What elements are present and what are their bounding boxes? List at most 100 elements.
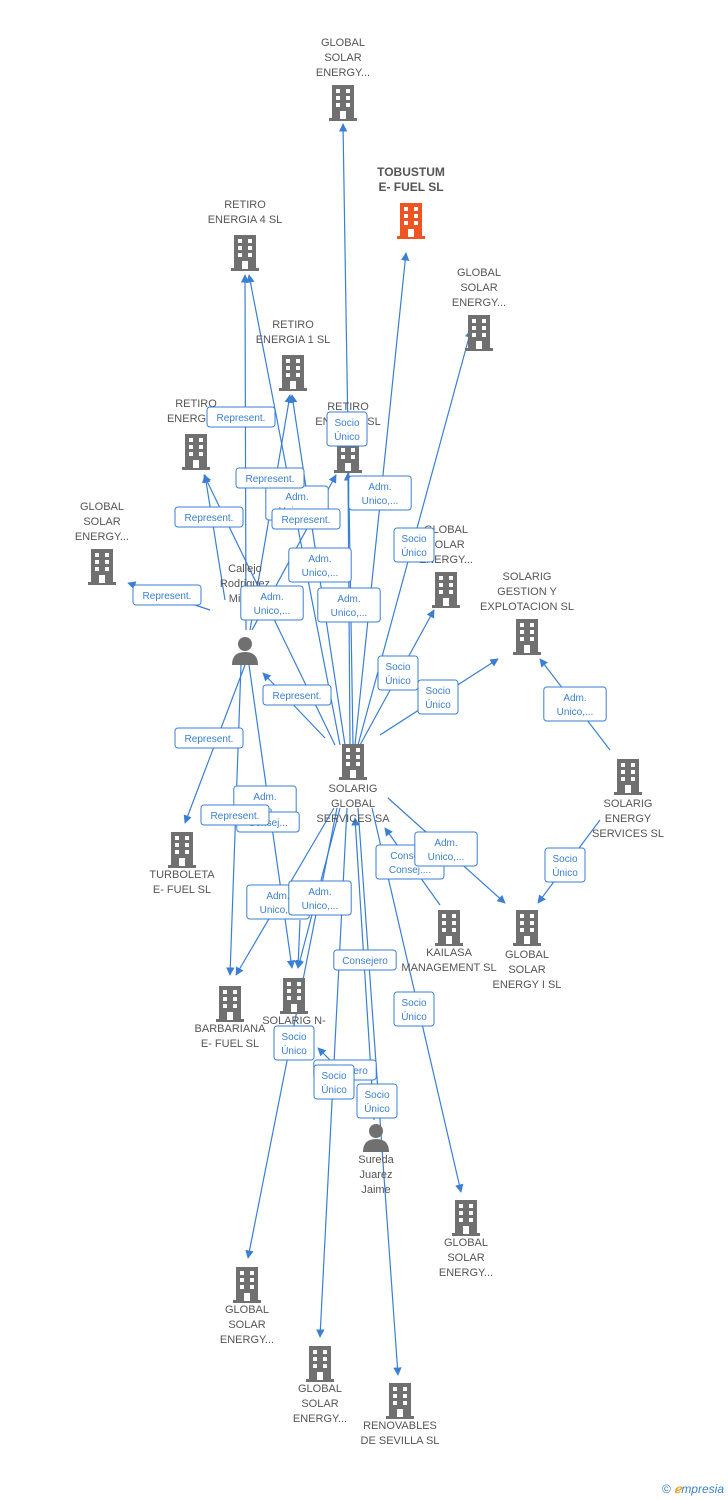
edge-label-text: Adm. (285, 492, 308, 503)
edge-label-text: Socio (334, 418, 359, 429)
edge-label-text: Único (364, 1102, 390, 1115)
edge-label-text: Represent. (143, 591, 192, 602)
edge-label-text: Socio (364, 1090, 389, 1101)
edge-label-frame (262, 684, 332, 706)
company-node-gse_top[interactable]: GLOBALSOLARENERGY... (316, 37, 370, 121)
edge-label-frame (356, 1083, 398, 1119)
edge-label-text: Único (281, 1044, 307, 1057)
company-node-gse_bot_right[interactable]: GLOBALSOLARENERGY... (439, 1200, 493, 1279)
edge-label-box[interactable]: Represent. (271, 508, 341, 530)
edge-label-frame (200, 804, 270, 826)
node-label: GESTION Y (497, 586, 557, 598)
building-icon (386, 1383, 414, 1419)
edge-label-text: Unico,... (331, 608, 368, 619)
edge-label-box[interactable]: Represent. (132, 584, 202, 606)
node-label: ENERGIA 1 SL (256, 334, 331, 346)
node-label: GLOBAL (505, 949, 549, 961)
edge-label-box[interactable]: Represent. (235, 467, 305, 489)
edge-label-text: Unico,... (557, 707, 594, 718)
node-label: ENERGY... (439, 1267, 493, 1279)
brand-logo-icon: ℯ (674, 1482, 682, 1496)
building-icon (329, 85, 357, 121)
building-icon (280, 978, 308, 1014)
edge-label-text: Adm. (434, 838, 457, 849)
edge-label-box[interactable]: Adm. Unico,... (317, 587, 381, 623)
edge-label-text: Único (334, 430, 360, 443)
building-icon (435, 910, 463, 946)
edge-label-text: Unico,... (302, 568, 339, 579)
edge-label-text: Socio (401, 534, 426, 545)
edge-label-box[interactable]: Represent. (174, 506, 244, 528)
edge-label-box[interactable]: Represent. (262, 684, 332, 706)
node-label: SOLAR (447, 1252, 484, 1264)
node-label: E- FUEL SL (201, 1038, 259, 1050)
node-label: GLOBAL (298, 1383, 342, 1395)
node-label: ENERGY... (316, 67, 370, 79)
edge-label-box[interactable]: Represent. (174, 727, 244, 749)
edge-label-box[interactable]: Represent. (206, 406, 276, 428)
edge-label-text: Único (321, 1083, 347, 1096)
edge-label-frame (393, 527, 435, 563)
edge-label-box[interactable]: Adm.Unico,... (414, 831, 478, 867)
node-label: ENERGIA 4 SL (208, 214, 283, 226)
node-label: RETIRO (327, 401, 369, 413)
edge-label-frame (271, 508, 341, 530)
node-label: SOLARIG (604, 798, 653, 810)
edge-label-box[interactable]: Adm.Unico,... (288, 547, 352, 583)
company-node-gse_mid[interactable]: GLOBALSOLARENERGY... (419, 524, 473, 608)
company-node-gse_right1[interactable]: GLOBALSOLARENERGY... (452, 267, 506, 351)
edge-label-box[interactable]: Consejero (333, 949, 397, 971)
edge-label-frame (544, 847, 586, 883)
edge-label-box[interactable]: Adm.Unico,... (543, 686, 607, 722)
edge-label-box[interactable]: Adm.Unico,... (240, 585, 304, 621)
node-label: Jaime (361, 1184, 390, 1196)
edge-label-box[interactable]: Adm.Unico,... (288, 880, 352, 916)
edge-label-frame (240, 585, 304, 621)
edge-label-text: Adm. (337, 594, 360, 605)
node-label: MANAGEMENT SL (401, 962, 496, 974)
node-label: GLOBAL (424, 524, 468, 536)
footer-brand[interactable]: © ℯmpresia (662, 1482, 724, 1496)
building-icon (233, 1267, 261, 1303)
building-icon (432, 572, 460, 608)
brand-name: mpresia (681, 1482, 724, 1496)
company-node-gse_left[interactable]: GLOBALSOLARENERGY... (75, 501, 129, 585)
company-node-renovables[interactable]: RENOVABLES DE SEVILLA SL (361, 1383, 440, 1447)
edge-label-frame (317, 587, 381, 623)
edge-label-frame (288, 880, 352, 916)
edge-label-box[interactable]: Represent. (200, 804, 270, 826)
company-node-gse_bot_mid[interactable]: GLOBALSOLARENERGY... (293, 1346, 347, 1425)
node-label: Sureda (358, 1154, 394, 1166)
node-label: DE SEVILLA SL (361, 1435, 440, 1447)
edge-label-frame (288, 547, 352, 583)
company-node-gse_bot_left[interactable]: GLOBALSOLARENERGY... (220, 1267, 274, 1346)
building-icon (182, 434, 210, 470)
edge-label-frame (174, 727, 244, 749)
edge-label-text: Adm. (308, 887, 331, 898)
node-label: ENERGY I SL (493, 979, 562, 991)
edge-label-text: Represent. (273, 691, 322, 702)
edge-label-box[interactable]: Adm.Unico,... (348, 475, 412, 511)
edge-label-text: Consejero (342, 956, 388, 967)
node-label: RENOVABLES (363, 1420, 437, 1432)
